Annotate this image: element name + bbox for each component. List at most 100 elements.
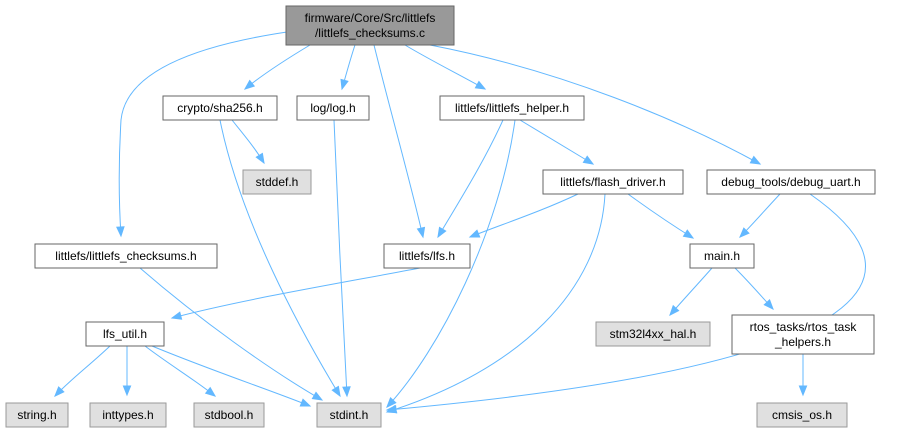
- node-label: inttypes.h: [102, 408, 153, 422]
- node-label: debug_tools/debug_uart.h: [721, 175, 860, 189]
- edge-arrowhead: [311, 391, 324, 401]
- node-sha256[interactable]: crypto/sha256.h: [162, 95, 278, 121]
- edge-arrowhead: [669, 304, 680, 317]
- edge-line: [171, 267, 421, 319]
- node-helper[interactable]: littlefs/littlefs_helper.h: [439, 95, 585, 121]
- edge-arrowhead: [299, 398, 312, 407]
- edge-arrowhead: [385, 404, 398, 414]
- edge-line: [139, 267, 323, 401]
- edge-arrowhead: [170, 311, 183, 320]
- node-checksums_h[interactable]: littlefs/littlefs_checksums.h: [34, 243, 218, 269]
- edge-line: [144, 345, 216, 397]
- edge-arrowhead: [582, 155, 595, 165]
- edge-main-to-stm32: [669, 267, 713, 317]
- node-label: littlefs/lfs.h: [399, 249, 455, 263]
- node-box: [89, 402, 167, 428]
- edge-line: [519, 119, 594, 165]
- node-label: rtos_tasks/rtos_task: [750, 320, 858, 334]
- edge-sha256-to-stdint: [219, 119, 341, 398]
- node-box: [296, 95, 370, 121]
- node-label: stddef.h: [256, 175, 299, 189]
- node-lfs[interactable]: littlefs/lfs.h: [383, 243, 471, 269]
- edge-arrowhead: [798, 385, 808, 397]
- node-label: string.h: [17, 408, 56, 422]
- node-stm32: stm32l4xx_hal.h: [595, 321, 711, 347]
- edge-debug_uart-to-stdint: [385, 193, 866, 414]
- node-label: stm32l4xx_hal.h: [610, 327, 697, 341]
- edge-root-to-helper: [404, 44, 487, 90]
- node-main[interactable]: main.h: [689, 243, 755, 269]
- edge-root-to-lfs: [373, 44, 426, 239]
- node-root: firmware/Core/Src/littlefs/littlefs_chec…: [285, 5, 455, 46]
- edge-line: [151, 345, 311, 407]
- edge-arrowhead: [122, 385, 132, 397]
- node-box: [5, 402, 69, 428]
- edge-line: [386, 119, 516, 408]
- edge-lfs_util-to-stdbool: [144, 345, 217, 397]
- edge-arrowhead: [386, 397, 397, 408]
- edge-line: [244, 44, 311, 90]
- edge-line: [404, 44, 486, 90]
- node-label: littlefs/littlefs_helper.h: [455, 101, 569, 115]
- node-stdbool: stdbool.h: [193, 402, 265, 428]
- edge-line: [373, 44, 424, 238]
- edge-arrowhead: [340, 78, 349, 91]
- nodes-layer: firmware/Core/Src/littlefs/littlefs_chec…: [5, 5, 876, 428]
- edge-root-to-debug_uart: [429, 44, 762, 165]
- node-label: firmware/Core/Src/littlefs: [305, 11, 436, 25]
- node-label: crypto/sha256.h: [177, 101, 262, 115]
- edge-arrowhead: [749, 155, 762, 165]
- node-label: log/log.h: [310, 101, 355, 115]
- edge-line: [118, 31, 288, 237]
- edge-arrowhead: [331, 385, 341, 398]
- node-cmsis: cmsis_os.h: [756, 402, 848, 428]
- edge-line: [386, 193, 866, 411]
- edge-log-to-stdint: [333, 119, 351, 398]
- node-stdint: stdint.h: [316, 402, 382, 428]
- edge-arrowhead: [204, 386, 217, 397]
- edge-line: [469, 193, 579, 238]
- edge-root-to-sha256: [243, 44, 311, 90]
- edge-arrowhead: [474, 80, 487, 90]
- edge-arrowhead: [682, 229, 695, 239]
- edge-helper-to-flash_driver: [519, 119, 595, 165]
- node-label: cmsis_os.h: [772, 408, 832, 422]
- node-box: [542, 169, 684, 195]
- edge-flash_driver-to-lfs: [468, 193, 579, 238]
- edge-arrowhead: [437, 226, 447, 239]
- node-box: [731, 314, 875, 355]
- node-box: [383, 243, 471, 269]
- edge-helper-to-stdint: [386, 119, 516, 408]
- node-flash_driver[interactable]: littlefs/flash_driver.h: [542, 169, 684, 195]
- node-box: [242, 169, 312, 195]
- edge-arrowhead: [416, 226, 426, 239]
- edge-root-to-checksums_h: [116, 31, 288, 238]
- edge-lfs_util-to-string: [54, 345, 111, 397]
- edge-sha256-to-stddef: [231, 119, 265, 165]
- edge-line: [386, 193, 606, 413]
- edge-line: [54, 345, 111, 397]
- edge-arrowhead: [763, 299, 774, 310]
- node-label: littlefs/flash_driver.h: [560, 175, 665, 189]
- edge-arrowhead: [342, 386, 351, 398]
- edge-helper-to-lfs: [437, 119, 504, 239]
- edge-line: [627, 193, 694, 239]
- node-rtos[interactable]: rtos_tasks/rtos_task_helpers.h: [731, 314, 875, 355]
- node-box: [162, 95, 278, 121]
- node-debug_uart[interactable]: debug_tools/debug_uart.h: [706, 169, 876, 195]
- node-lfs_util[interactable]: lfs_util.h: [85, 321, 165, 347]
- edge-arrowhead: [116, 226, 125, 238]
- edge-arrowhead: [468, 229, 481, 238]
- node-stddef: stddef.h: [242, 169, 312, 195]
- edge-root-to-log: [340, 44, 356, 91]
- edge-rtos-to-cmsis: [798, 354, 808, 397]
- node-log[interactable]: log/log.h: [296, 95, 370, 121]
- node-box: [316, 402, 382, 428]
- node-string: string.h: [5, 402, 69, 428]
- node-box: [34, 243, 218, 269]
- edge-flash_driver-to-main: [627, 193, 695, 239]
- edge-arrowhead: [243, 79, 256, 90]
- edge-arrowhead: [255, 152, 265, 165]
- node-box: [439, 95, 585, 121]
